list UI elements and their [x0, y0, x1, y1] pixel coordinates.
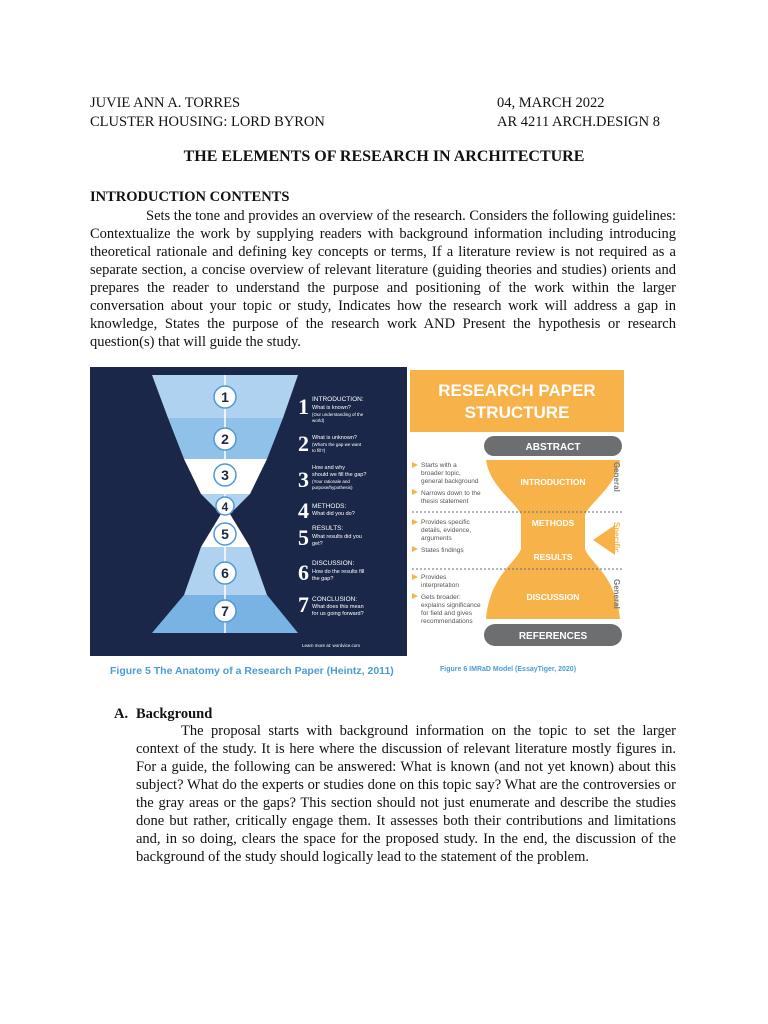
fig6-title-line1: RESEARCH PAPER [438, 381, 595, 400]
label-s1-2: (What's the gap we want [312, 442, 362, 447]
note-6a: Gets broader: [421, 594, 461, 601]
circle-num-6: 6 [221, 565, 229, 581]
abstract-pill [484, 436, 622, 456]
author-name: JUVIE ANN A. TORRES [90, 95, 241, 111]
note-5a: Provides [421, 574, 447, 581]
label-s1-3: should we fill the gap? [312, 472, 366, 478]
circle-num-7: 7 [221, 603, 229, 619]
fig6-title-panel [410, 370, 624, 432]
side-general-bottom: General [612, 579, 621, 609]
hourglass-circles [213, 385, 237, 623]
figure-5-image: 1 2 3 4 5 6 7 1 INTRODUCTION: What is kn… [90, 367, 407, 656]
label-s1-1: (Our understanding of the [312, 412, 364, 417]
note-2b: thesis statement [421, 498, 469, 505]
label-q-4: What did you do? [312, 511, 355, 517]
label-big-num-5: 5 [298, 525, 309, 550]
cluster-housing: CLUSTER HOUSING: LORD BYRON [90, 114, 325, 130]
label-title-4: METHODS: [312, 503, 347, 510]
label-title-6: DISCUSSION: [312, 560, 354, 567]
header-right: 04, MARCH 2022 AR 4211 ARCH.DESIGN 8 [497, 94, 660, 132]
label-q-2: What is unknown? [312, 435, 357, 441]
label-s2-2: to fill?) [312, 448, 326, 453]
label-q-1: What is known? [312, 405, 351, 411]
references-pill [484, 624, 622, 646]
references-label: REFERENCES [519, 631, 588, 642]
specific-arrow [593, 525, 615, 555]
label-s1-7: for us going forward? [312, 611, 364, 617]
background-letter: A. [114, 706, 129, 722]
intro-paragraph: Sets the tone and provides an overview o… [90, 208, 676, 350]
label-s1-5: get? [312, 541, 323, 547]
intro-heading: INTRODUCTION CONTENTS [90, 189, 290, 205]
label-big-num-2: 2 [298, 431, 309, 456]
label-q-6: How do the results fill [312, 569, 364, 575]
note-6c: for field and gives [421, 610, 473, 617]
label-big-num-3: 3 [298, 467, 309, 492]
label-q-7: What does this mean [312, 604, 364, 610]
note-1b: broader topic, [421, 470, 461, 477]
label-s1-6: the gap? [312, 576, 333, 582]
date: 04, MARCH 2022 [497, 95, 605, 111]
label-s2-3: (Your rationale and [312, 479, 350, 484]
label-big-num-7: 7 [298, 592, 309, 617]
label-q-3: How and why [312, 465, 345, 471]
figure-5-footer: Learn more at: wordvice.com [302, 643, 360, 648]
results-label: RESULTS [533, 552, 572, 562]
circle-num-5: 5 [221, 526, 229, 542]
note-1c: general background [421, 478, 479, 485]
side-general-top: General [612, 462, 621, 492]
note-3b: details, evidence, [421, 527, 471, 534]
fig6-title-line2: STRUCTURE [465, 403, 570, 422]
note-3c: arguments [421, 535, 452, 542]
label-q-5: What results did you [312, 534, 362, 540]
label-s2-1: world) [312, 418, 325, 423]
imrad-hourglass [486, 460, 620, 619]
circle-num-2: 2 [221, 431, 229, 447]
figure-6-image: RESEARCH PAPER STRUCTURE ABSTRACT INTROD… [410, 367, 624, 656]
label-big-num-4: 4 [298, 498, 309, 523]
figure-6-caption: Figure 6 IMRaD Model (EssayTiger, 2020) [440, 666, 577, 673]
side-specific: Specific [612, 522, 621, 553]
abstract-label: ABSTRACT [526, 442, 581, 453]
note-bullets [412, 462, 418, 599]
note-2a: Narrows down to the [421, 490, 481, 497]
note-6b: explains significance [421, 602, 481, 609]
label-title-7: CONCLUSION: [312, 596, 357, 603]
background-paragraph: The proposal starts with background info… [136, 723, 676, 865]
background-title: Background [136, 706, 213, 722]
circle-num-1: 1 [221, 389, 229, 405]
introduction-label: INTRODUCTION [520, 477, 585, 487]
methods-label: METHODS [532, 518, 575, 528]
label-title-1: INTRODUCTION: [312, 396, 364, 403]
note-5b: interpretation [421, 582, 459, 589]
figure-5-caption: Figure 5 The Anatomy of a Research Paper… [110, 665, 394, 677]
header-left: JUVIE ANN A. TORRES CLUSTER HOUSING: LOR… [90, 94, 325, 132]
course-code: AR 4211 ARCH.DESIGN 8 [497, 114, 661, 130]
note-4a: States findings [421, 547, 464, 554]
label-title-5: RESULTS: [312, 525, 343, 532]
label-big-num-6: 6 [298, 560, 309, 585]
discussion-label: DISCUSSION [527, 592, 580, 602]
circle-num-4: 4 [222, 500, 229, 514]
note-3a: Provides specific [421, 519, 471, 526]
note-1a: Starts with a [421, 462, 457, 469]
page-title: THE ELEMENTS OF RESEARCH IN ARCHITECTURE [183, 148, 585, 165]
background-heading: A. Background [114, 706, 212, 723]
label-s3-3: purpose/hypothesis) [312, 485, 353, 490]
label-big-num-1: 1 [298, 394, 309, 419]
circle-num-3: 3 [221, 467, 229, 483]
figures-block: 1 2 3 4 5 6 7 1 INTRODUCTION: What is kn… [90, 367, 624, 683]
note-6d: recommendations [421, 618, 473, 625]
